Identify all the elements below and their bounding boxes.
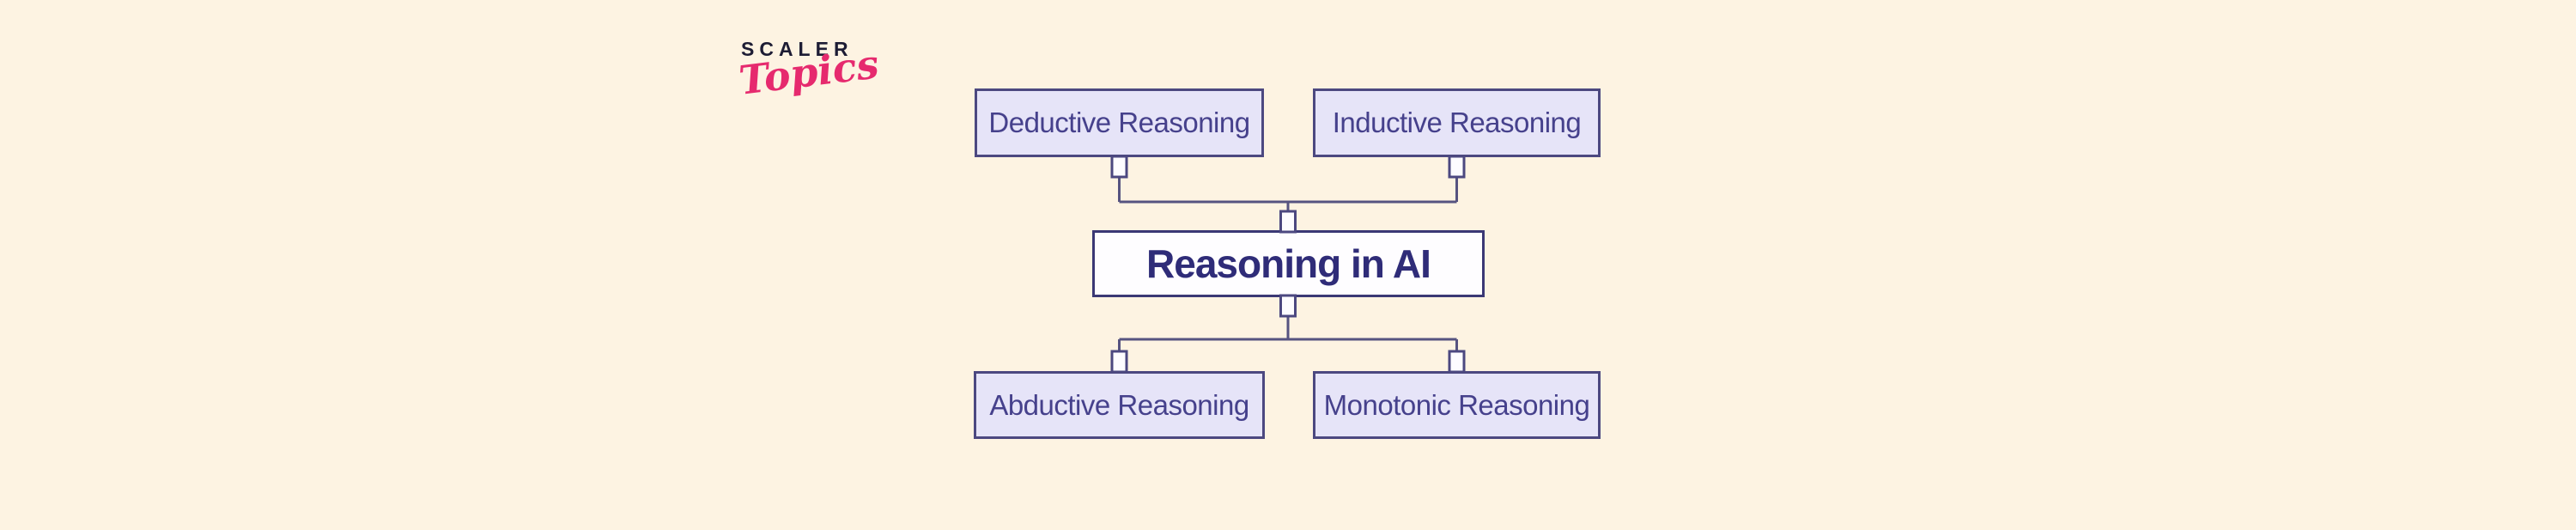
node-monotonic-reasoning: Monotonic Reasoning	[1313, 371, 1601, 439]
connector-port	[1110, 155, 1128, 179]
connector-port	[1448, 350, 1466, 374]
connector-port	[1279, 294, 1297, 318]
connector-port	[1448, 155, 1466, 179]
logo-brand-text: SCALER	[741, 38, 854, 60]
node-deductive-reasoning: Deductive Reasoning	[975, 88, 1264, 157]
node-inductive-reasoning: Inductive Reasoning	[1313, 88, 1601, 157]
connector-port	[1279, 210, 1297, 234]
connector-line	[1118, 316, 1458, 351]
connector-line	[1118, 177, 1458, 211]
connector-port	[1110, 350, 1128, 374]
node-reasoning-in-ai: Reasoning in AI	[1092, 230, 1485, 297]
node-abductive-reasoning: Abductive Reasoning	[974, 371, 1265, 439]
scaler-topics-logo: SCALER Topics	[737, 38, 882, 104]
